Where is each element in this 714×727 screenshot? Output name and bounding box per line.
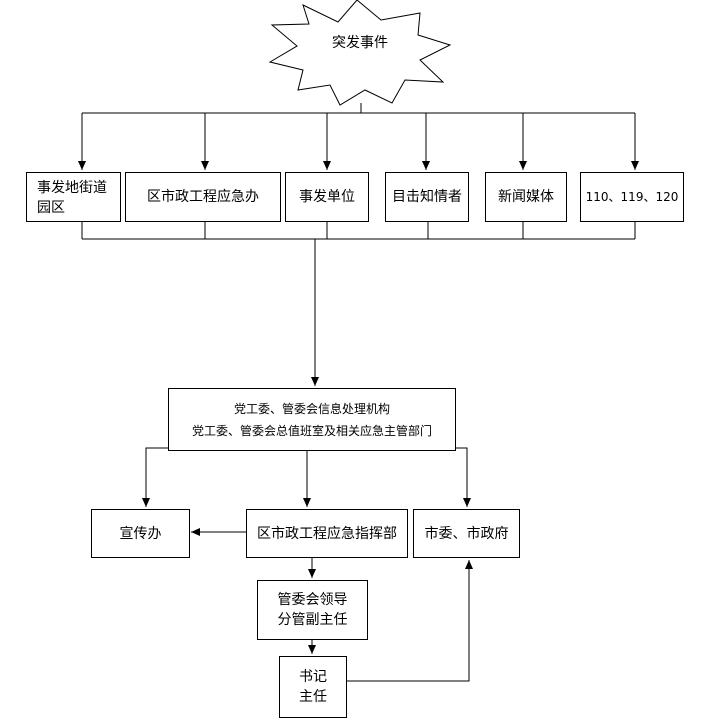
source-street-line-1: 事发地街道 — [37, 180, 107, 196]
municipal-government: 市委、市政府 — [413, 509, 520, 558]
source-news-media-label: 新闻媒体 — [498, 189, 554, 205]
source-hotlines-label: 110、119、120 — [585, 190, 679, 204]
publicity-office: 宣传办 — [91, 509, 190, 558]
info-to-city — [456, 447, 471, 507]
committee-leaders: 管委会领导 分管副主任 — [257, 580, 368, 640]
info-center-line-2: 党工委、管委会总值班室及相关应急主管部门 — [191, 423, 432, 438]
secretary-to-city — [347, 560, 473, 682]
source-hotlines: 110、119、120 — [580, 172, 684, 222]
committee-leaders-line-1: 管委会领导 — [277, 592, 348, 608]
source-witness-label: 目击知情者 — [392, 189, 462, 205]
source-street-line-2: 园区 — [37, 200, 65, 216]
emergency-command: 区市政工程应急指挥部 — [246, 509, 408, 558]
municipal-government-label: 市委、市政府 — [424, 525, 509, 542]
source-incident-unit-label: 事发单位 — [299, 189, 355, 205]
info-processing-center: 党工委、管委会信息处理机构 党工委、管委会总值班室及相关应急主管部门 — [168, 388, 456, 451]
source-incident-unit: 事发单位 — [285, 172, 369, 222]
info-to-publicity — [142, 447, 168, 507]
info-center-line-1: 党工委、管委会信息处理机构 — [233, 401, 390, 416]
publicity-office-label: 宣传办 — [119, 525, 162, 542]
secretary-director-line-2: 主任 — [299, 689, 327, 705]
secretary-director: 书记 主任 — [279, 656, 347, 718]
source-muni-emergency-office-label: 区市政工程应急办 — [147, 189, 259, 205]
source-muni-emergency-office: 区市政工程应急办 — [125, 172, 281, 222]
source-street: 事发地街道 园区 — [26, 172, 121, 222]
emergency-command-label: 区市政工程应急指挥部 — [257, 525, 397, 542]
incident-label: 突发事件 — [332, 35, 388, 51]
source-news-media: 新闻媒体 — [485, 172, 567, 222]
secretary-director-line-1: 书记 — [299, 669, 327, 685]
source-witness: 目击知情者 — [385, 172, 469, 222]
committee-leaders-line-2: 分管副主任 — [277, 612, 348, 628]
incident-starburst — [268, 0, 452, 106]
